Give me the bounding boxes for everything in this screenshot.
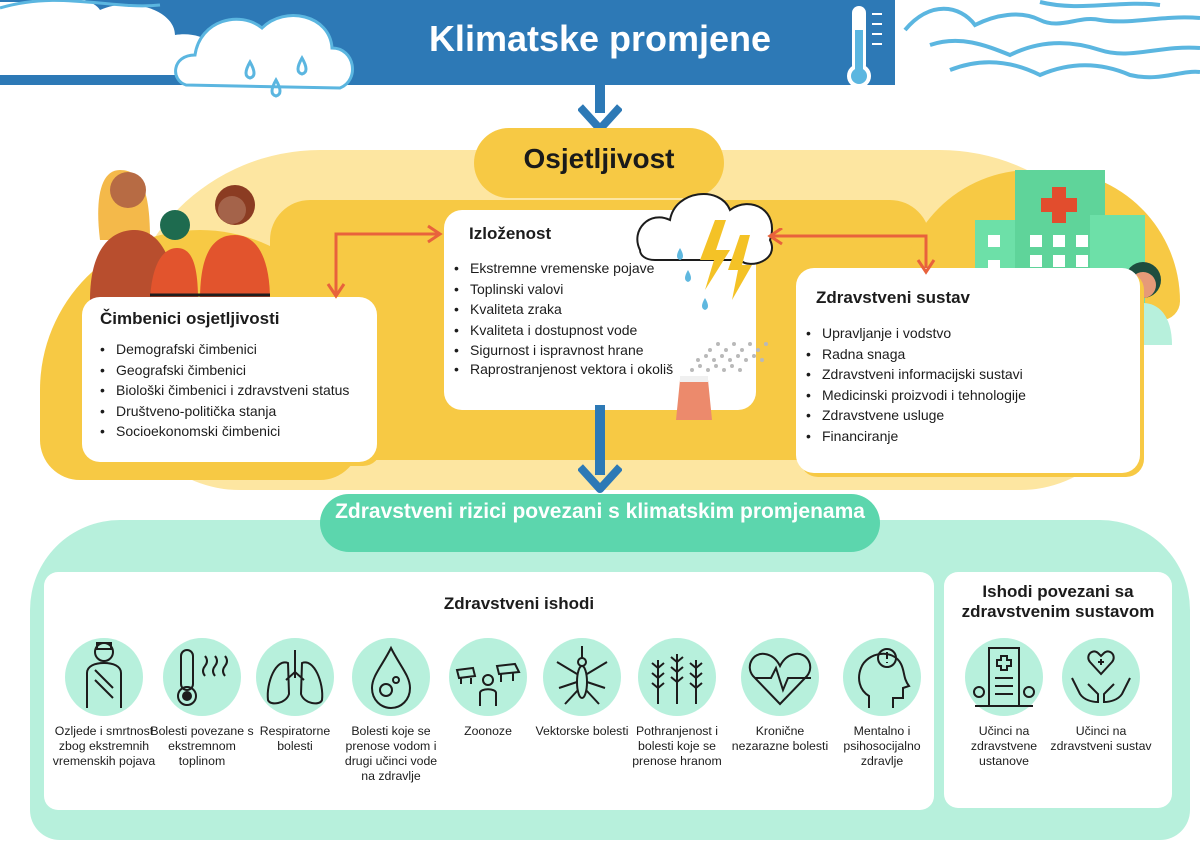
animals-icon <box>455 662 521 706</box>
outcome-label: Bolesti koje se prenose vodom i drugi uč… <box>344 724 438 783</box>
outcome-icon-circle <box>965 638 1043 716</box>
list-item: Biološki čimbenici i zdravstveni status <box>96 380 376 401</box>
outcome-icon-circle <box>543 638 621 716</box>
list-item: Geografski čimbenici <box>96 360 376 381</box>
storm-factory-illustration <box>636 193 773 420</box>
system-outcome-label: Učinci na zdravstveni sustav <box>1050 724 1152 753</box>
orange-arrow-left <box>326 224 443 299</box>
health-system-list: Upravljanje i vodstvo Radna snaga Zdravs… <box>802 323 1122 446</box>
lightning-icon <box>700 220 730 290</box>
list-item: Raprostranjenost vektora i okoliš <box>450 361 675 378</box>
outcome-icon-circle <box>1062 638 1140 716</box>
exposure-list: Ekstremne vremenske pojave Toplinski val… <box>450 258 680 378</box>
list-item: Upravljanje i vodstvo <box>802 323 1122 344</box>
wheat-icon <box>651 654 703 704</box>
outcome-label: Zoonoze <box>464 724 512 738</box>
list-item: Zdravstveni informacijski sustavi <box>802 364 1122 385</box>
list-item: Financiranje <box>802 426 1122 447</box>
thermometer-icon <box>177 649 228 706</box>
outcome-icon-circle <box>449 638 527 716</box>
risks-pill <box>320 494 880 552</box>
outcome-label: Pothranjenost i bolesti koje se prenose … <box>632 724 722 768</box>
people-illustration <box>90 170 270 300</box>
health-system-title: Zdravstveni sustav <box>816 288 971 307</box>
outcome-icon-circle <box>843 638 921 716</box>
list-item: Sigurnost i ispravnost hrane <box>450 340 680 361</box>
outcome-label: Respiratorne bolesti <box>259 724 331 753</box>
arrow-down-icon <box>578 405 622 493</box>
outcome-icon-circle <box>65 638 143 716</box>
outcome-label: Ozljede i smrtnost zbog ekstremnih vreme… <box>52 724 156 768</box>
outcome-icon-circle <box>256 638 334 716</box>
heart-pulse-icon <box>748 652 812 706</box>
list-item: Društveno-politička stanja <box>96 401 376 422</box>
outcome-icon-circle <box>741 638 819 716</box>
list-item: Zdravstvene usluge <box>802 405 1122 426</box>
page-title: Klimatske promjene <box>428 18 772 59</box>
outcome-icon-circle <box>163 638 241 716</box>
outcome-label: Mentalno i psihosocijalno zdravlje <box>843 724 921 768</box>
list-item: Socioekonomski čimbenici <box>96 421 376 442</box>
list-item: Kvaliteta zraka <box>450 299 680 320</box>
sensitivity-factors-box: Čimbenici osjetljivosti Demografski čimb… <box>82 297 377 462</box>
injury-icon <box>86 642 122 708</box>
outcome-label: Kronične nezarazne bolesti <box>731 724 829 753</box>
header-decoration <box>0 0 1200 98</box>
outcome-label: Bolesti povezane s ekstremnom toplinom <box>150 724 254 768</box>
risks-title: Zdravstveni rizici povezani s klimatskim… <box>335 500 865 523</box>
raindrop-icon <box>677 248 708 310</box>
water-drop-icon <box>370 645 412 710</box>
system-outcomes-title: Ishodi povezani sa zdravstvenim sustavom <box>961 582 1155 621</box>
list-item: Radna snaga <box>802 344 1122 365</box>
arrow-down-icon <box>578 85 622 133</box>
exposure-title: Izloženost <box>469 224 552 243</box>
list-item: Kvaliteta i dostupnost vode <box>450 320 680 341</box>
hands-heart-icon <box>1071 650 1131 704</box>
orange-arrow-right <box>767 228 936 275</box>
list-item: Toplinski valovi <box>450 279 680 300</box>
list-item: Demografski čimbenici <box>96 339 376 360</box>
outcome-icon-circle <box>352 638 430 716</box>
sensitivity-title: Osjetljivost <box>523 143 675 174</box>
title-pill <box>474 128 724 198</box>
health-system-box: Zdravstveni sustav Upravljanje i vodstvo… <box>796 268 1140 473</box>
lungs-icon <box>266 650 324 705</box>
hospital-icon <box>973 647 1035 707</box>
outcome-label: Vektorske bolesti <box>535 724 629 738</box>
sensitivity-factors-title: Čimbenici osjetljivosti <box>100 309 280 328</box>
system-outcome-label: Učinci na zdravstvene ustanove <box>970 724 1038 768</box>
sensitivity-factors-list: Demografski čimbenici Geografski čimbeni… <box>96 339 376 442</box>
list-item: Ekstremne vremenske pojave <box>450 258 680 279</box>
mosquito-icon <box>556 646 608 705</box>
thermometer-header-icon <box>847 6 882 88</box>
head-mind-icon <box>858 648 911 708</box>
outcome-icon-circle <box>638 638 716 716</box>
health-outcomes-title: Zdravstveni ishodi <box>443 594 595 613</box>
cloud-rain-icon <box>0 0 354 90</box>
list-item: Medicinski proizvodi i tehnologije <box>802 385 1122 406</box>
